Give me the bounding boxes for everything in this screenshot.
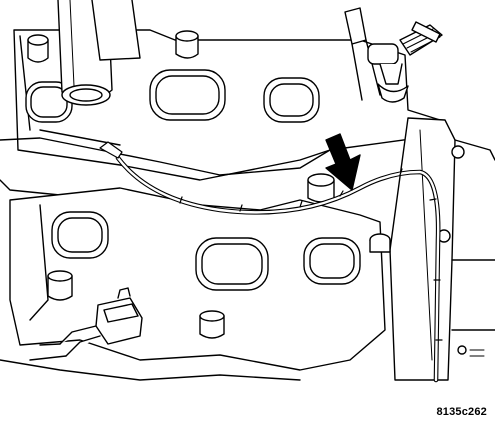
lower-intake-ports (51, 211, 361, 291)
right-bracket (389, 117, 495, 381)
right-fastener (369, 233, 391, 253)
sensor-fitting (367, 21, 443, 103)
bottom-connector (29, 287, 143, 361)
upper-studs (27, 30, 199, 63)
bottom-details (0, 345, 485, 381)
indicator-arrow (325, 133, 361, 191)
lower-studs (47, 173, 335, 339)
figure-id-label: 8135c262 (436, 406, 487, 418)
wire-harness (99, 141, 443, 383)
head-lower-edge (0, 137, 331, 196)
upper-rail (91, 0, 141, 61)
upper-intake-ports (25, 69, 320, 123)
